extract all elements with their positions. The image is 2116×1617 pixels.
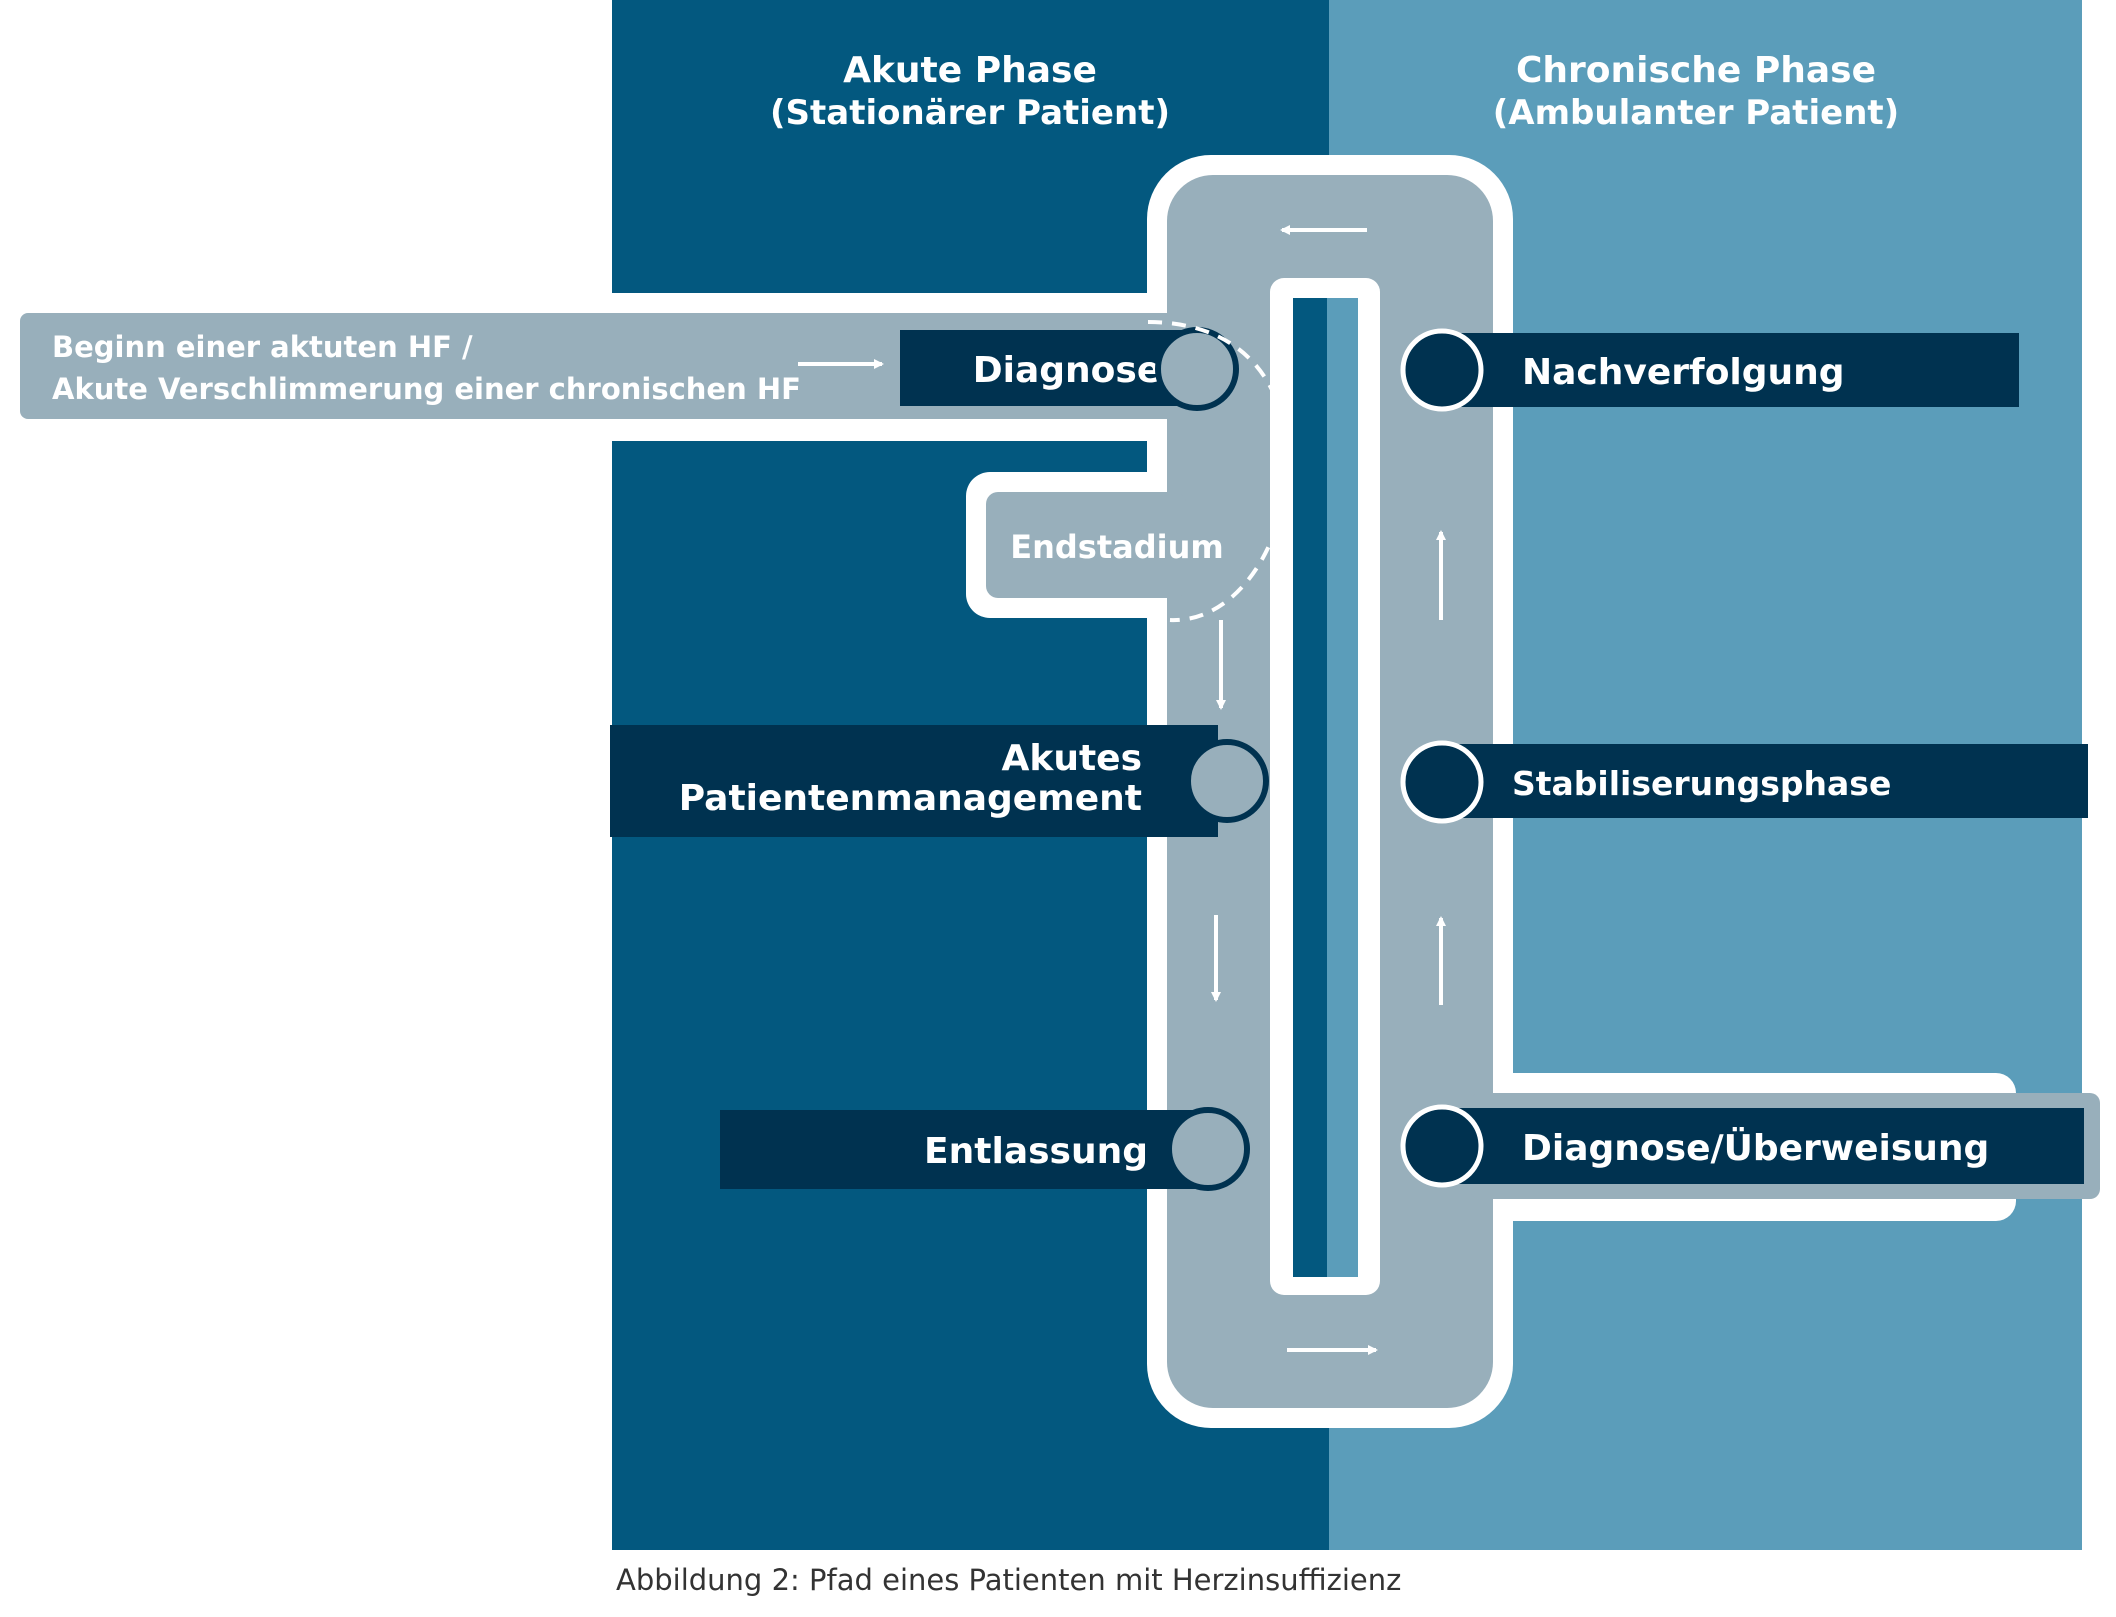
end-stage-arm bbox=[986, 492, 1186, 598]
referral-box bbox=[1441, 1108, 2084, 1184]
diagnose-box bbox=[900, 330, 1196, 406]
acute-management-label-line1: Akutes bbox=[1002, 738, 1142, 779]
chronic-phase-subtitle: (Ambulanter Patient) bbox=[1493, 93, 1899, 133]
followup-box bbox=[1441, 333, 2019, 407]
stabilisation-label: Stabiliserungsphase bbox=[1512, 764, 1891, 803]
acute-management-box bbox=[610, 725, 1218, 837]
center-divider-chronic bbox=[1327, 298, 1358, 1277]
entry-label-line2: Akute Verschlimmerung einer chronischen … bbox=[52, 372, 801, 406]
acute-management-label-line2: Patientenmanagement bbox=[679, 778, 1142, 819]
followup-node bbox=[1400, 328, 1484, 412]
followup-label: Nachverfolgung bbox=[1522, 352, 1845, 393]
referral-label: Diagnose/Überweisung bbox=[1522, 1127, 1989, 1169]
end-stage-dashed-path bbox=[1147, 320, 1290, 623]
entry-label-line1: Beginn einer aktuten HF / bbox=[52, 330, 473, 364]
figure-caption: Abbildung 2: Pfad eines Patienten mit He… bbox=[616, 1563, 1401, 1597]
entry-arm bbox=[20, 313, 1190, 419]
acute-phase-subtitle: (Stationärer Patient) bbox=[770, 93, 1170, 133]
center-divider-acute bbox=[1293, 298, 1327, 1277]
referral-node bbox=[1400, 1104, 1484, 1188]
stabilisation-box bbox=[1441, 744, 2088, 818]
discharge-node bbox=[1166, 1107, 1250, 1191]
acute-management-node bbox=[1185, 739, 1269, 823]
discharge-box bbox=[720, 1110, 1210, 1189]
discharge-label: Entlassung bbox=[924, 1131, 1148, 1172]
diagnose-label: Diagnose bbox=[973, 350, 1162, 391]
stabilisation-node bbox=[1400, 740, 1484, 824]
acute-phase-title: Akute Phase bbox=[843, 50, 1097, 91]
end-stage-label: Endstadium bbox=[1010, 528, 1223, 566]
chronic-phase-title: Chronische Phase bbox=[1516, 50, 1876, 91]
